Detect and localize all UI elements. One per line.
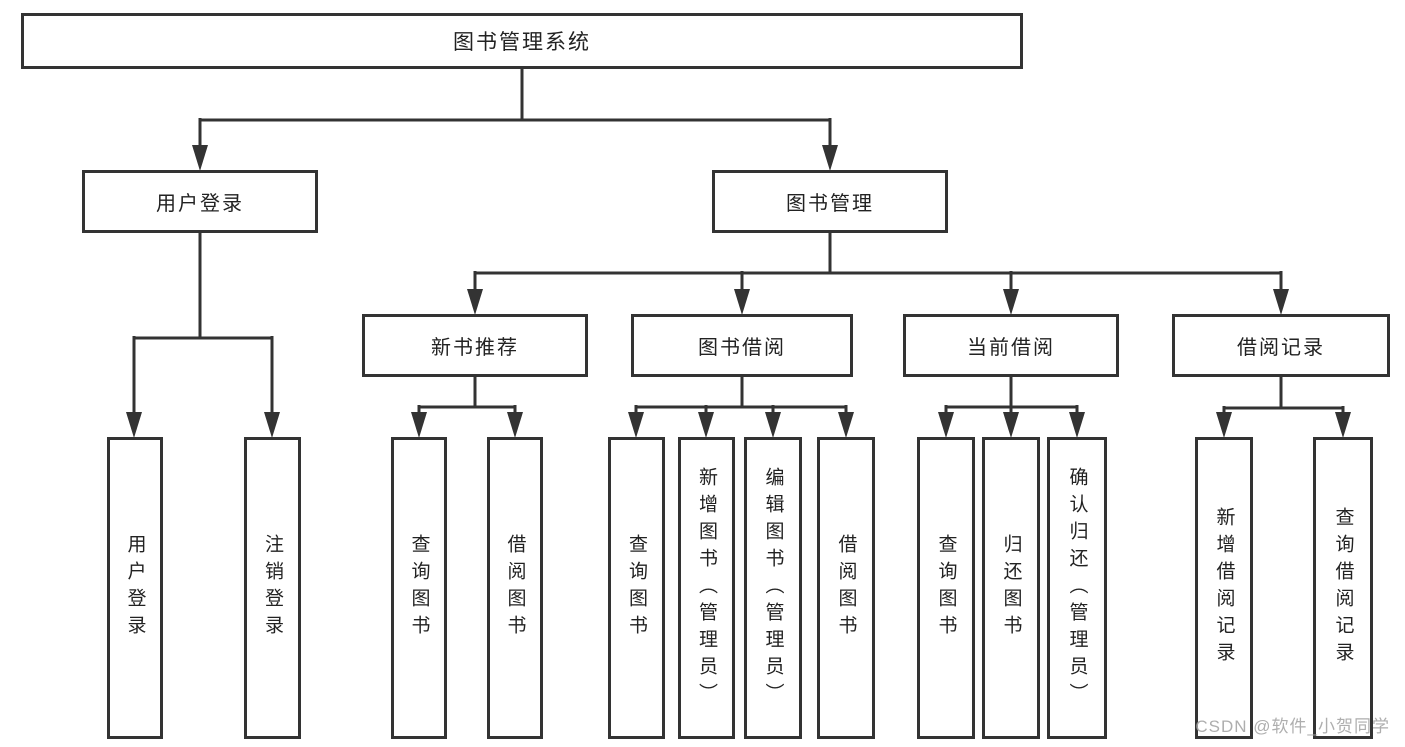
node-recommend-query-books: 查询图书: [391, 437, 447, 739]
connector-book-management: [473, 233, 1283, 294]
arrow-down-icon: [264, 412, 280, 438]
connector-book-borrow: [634, 377, 848, 416]
arrow-down-icon: [1069, 412, 1085, 438]
arrow-down-icon: [467, 289, 483, 315]
arrow-down-icon: [698, 412, 714, 438]
connector-current-borrow: [944, 377, 1079, 416]
node-book-management: 图书管理: [712, 170, 948, 233]
arrow-down-icon: [734, 289, 750, 315]
arrow-down-icon: [507, 412, 523, 438]
node-current-query-books: 查询图书: [917, 437, 975, 739]
arrowheads: [126, 145, 1351, 438]
node-book-borrow: 图书借阅: [631, 314, 853, 377]
arrow-down-icon: [628, 412, 644, 438]
node-records-add-record: 新增借阅记录: [1195, 437, 1253, 739]
node-current-borrow: 当前借阅: [903, 314, 1119, 377]
arrow-down-icon: [765, 412, 781, 438]
node-borrow-records: 借阅记录: [1172, 314, 1390, 377]
arrow-down-icon: [838, 412, 854, 438]
node-user-login-action: 用户登录: [107, 437, 163, 739]
node-logout-action: 注销登录: [244, 437, 301, 739]
arrow-down-icon: [822, 145, 838, 171]
node-current-confirm-return-admin: 确认归还（管理员）: [1047, 437, 1107, 739]
arrow-down-icon: [1335, 412, 1351, 438]
arrow-down-icon: [192, 145, 208, 171]
arrow-down-icon: [1003, 412, 1019, 438]
node-library-management-system: 图书管理系统: [21, 13, 1023, 69]
connector-root: [198, 69, 832, 150]
arrow-down-icon: [1273, 289, 1289, 315]
node-current-return-books: 归还图书: [982, 437, 1040, 739]
node-borrow-add-books-admin: 新增图书（管理员）: [678, 437, 735, 739]
arrow-down-icon: [1216, 412, 1232, 438]
connector-new-book-recommend: [417, 377, 517, 416]
connector-user-login: [132, 233, 274, 416]
arrow-down-icon: [126, 412, 142, 438]
node-records-query-record: 查询借阅记录: [1313, 437, 1373, 739]
node-borrow-query-books: 查询图书: [608, 437, 665, 739]
node-user-login: 用户登录: [82, 170, 318, 233]
arrow-down-icon: [938, 412, 954, 438]
node-borrow-borrow-books: 借阅图书: [817, 437, 875, 739]
csdn-watermark: CSDN @软件_小贺同学: [1195, 717, 1390, 736]
node-new-book-recommend: 新书推荐: [362, 314, 588, 377]
node-borrow-edit-books-admin: 编辑图书（管理员）: [744, 437, 802, 739]
node-recommend-borrow-books: 借阅图书: [487, 437, 543, 739]
arrow-down-icon: [411, 412, 427, 438]
connector-borrow-records: [1222, 377, 1345, 416]
arrow-down-icon: [1003, 289, 1019, 315]
